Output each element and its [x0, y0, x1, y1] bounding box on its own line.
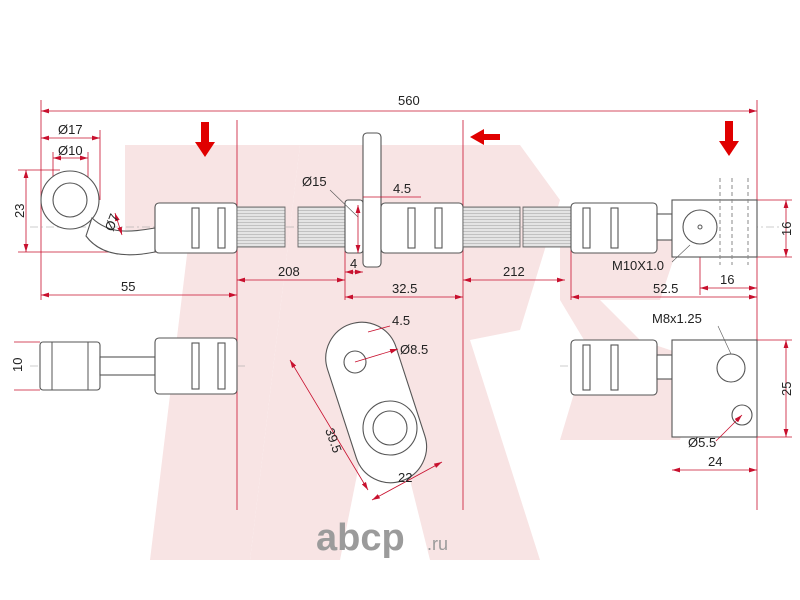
dim-block-offset: 16 — [720, 272, 734, 287]
mounting-arrows — [195, 121, 739, 157]
logo-brand: abcp — [316, 517, 405, 559]
abcp-logo: abcp .ru — [316, 517, 448, 559]
arrow-down-icon — [719, 121, 739, 156]
dim-thread: M10X1.0 — [612, 258, 664, 273]
dim-fitting-height: 10 — [10, 358, 25, 372]
logo-domain: .ru — [427, 534, 448, 554]
dim-hose-2: 212 — [503, 264, 525, 279]
dim-bracket-hole: Ø8.5 — [400, 342, 428, 357]
dim-block-width: 24 — [708, 454, 722, 469]
arrow-left-icon — [470, 129, 500, 145]
dim-hose-1: 208 — [278, 264, 300, 279]
dim-bracket-edge: 4.5 — [392, 313, 410, 328]
dim-eye-to-hose: 55 — [121, 279, 135, 294]
dim-side-hole: Ø5.5 — [688, 435, 716, 450]
dim-eye-outer: Ø17 — [58, 122, 83, 137]
dim-pipe-dia: Ø7 — [102, 212, 122, 233]
hose-side-view: 10 — [10, 337, 245, 395]
dim-bracket-thickness: 4.5 — [393, 181, 411, 196]
dim-end-section: 52.5 — [653, 281, 678, 296]
dim-eye-inner: Ø10 — [58, 143, 83, 158]
dim-block-side-height: 25 — [779, 382, 794, 396]
dim-block-height: 16 — [779, 222, 794, 236]
dim-bracket-width: 22 — [398, 470, 412, 485]
dim-eye-height: 23 — [12, 204, 27, 218]
dim-side-thread: M8x1.25 — [652, 311, 702, 326]
dim-collar-width: 4 — [350, 256, 357, 271]
end-block-side-view: M8x1.25 25 Ø5.5 24 — [560, 311, 794, 473]
bracket-view: 39.5 22 4.5 Ø8.5 — [289, 313, 443, 501]
arrow-down-icon — [195, 122, 215, 157]
dimensions-top-view: 560 Ø17 Ø10 23 Ø7 55 208 Ø15 4.5 4 32.5 … — [12, 93, 794, 300]
dim-collar-dia: Ø15 — [302, 174, 327, 189]
dim-total-length: 560 — [398, 93, 420, 108]
hose-top-view — [30, 132, 780, 268]
dim-bracket-section: 32.5 — [392, 281, 417, 296]
